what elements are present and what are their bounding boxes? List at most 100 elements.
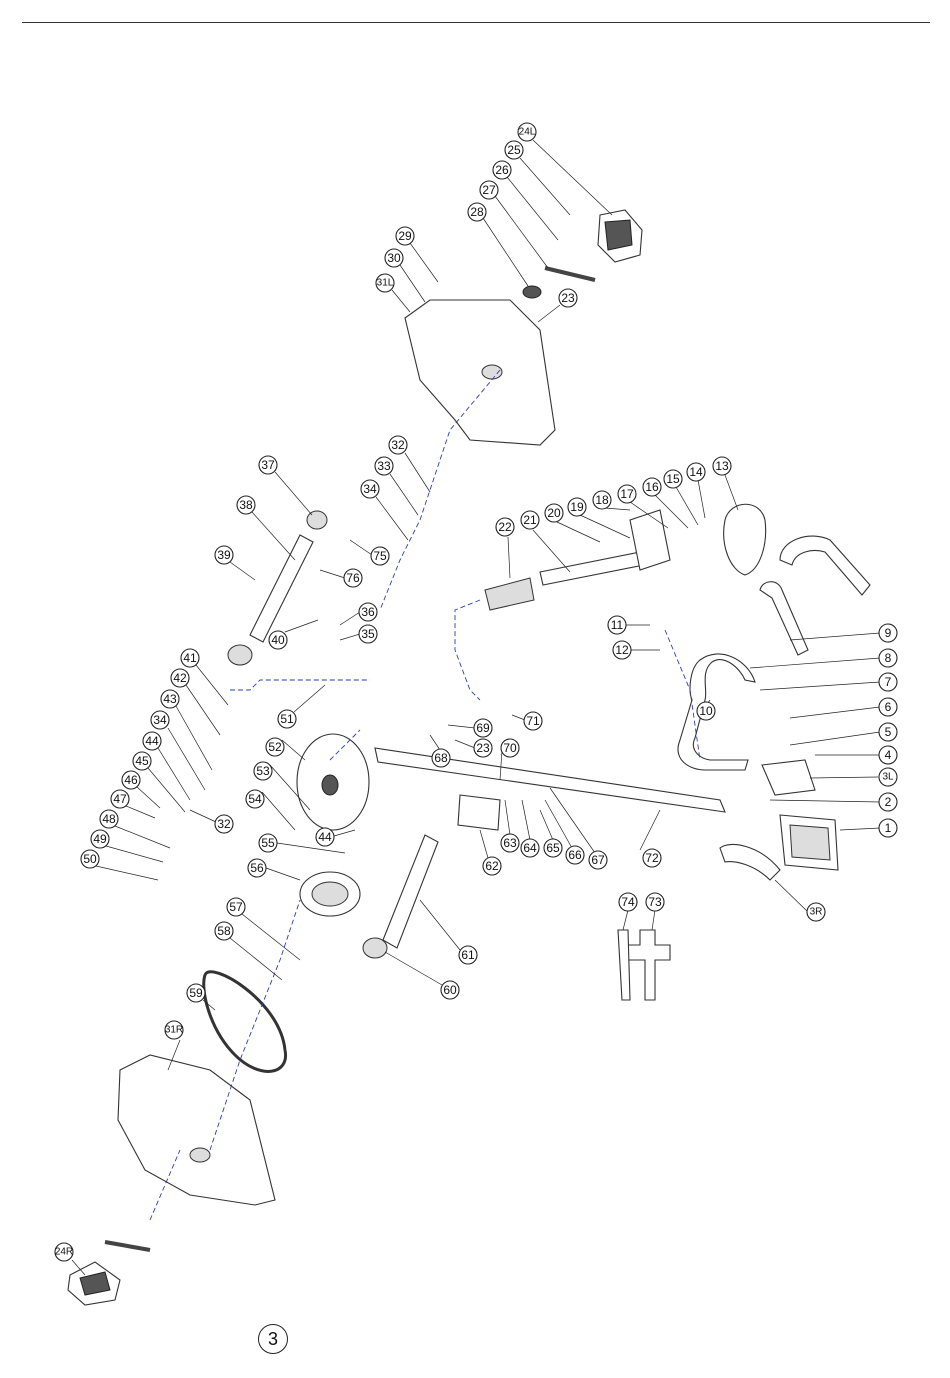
- svg-text:1: 1: [885, 821, 892, 835]
- right-shroud: [118, 1055, 275, 1205]
- svg-text:11: 11: [611, 618, 624, 632]
- svg-text:75: 75: [373, 549, 387, 563]
- callout-60: 60: [385, 952, 459, 999]
- callout-23-lower: 23: [455, 739, 492, 757]
- left-shroud-hub: [482, 365, 502, 379]
- callout-44-lower: 44: [316, 828, 355, 846]
- callout-34-upper: 34: [361, 480, 408, 540]
- callout-54: 54: [246, 790, 295, 830]
- svg-text:39: 39: [217, 548, 231, 562]
- left-crank-arm: [545, 268, 595, 280]
- callout-51: 51: [278, 685, 325, 728]
- svg-text:62: 62: [485, 859, 499, 873]
- rear-stabilizer-tube: [250, 535, 313, 642]
- callout-73: 73: [646, 893, 664, 930]
- svg-text:65: 65: [546, 841, 560, 855]
- right-handle-cover: [720, 844, 780, 880]
- svg-text:29: 29: [398, 229, 412, 243]
- svg-text:42: 42: [173, 671, 187, 685]
- svg-text:13: 13: [715, 459, 729, 473]
- svg-text:32: 32: [391, 438, 405, 452]
- svg-text:30: 30: [387, 251, 401, 265]
- callout-75: 75: [350, 540, 389, 565]
- svg-text:55: 55: [261, 836, 275, 850]
- callout-22: 22: [496, 518, 514, 578]
- callout-7: 7: [760, 673, 897, 691]
- drive-belt: [204, 972, 286, 1072]
- frame-sleeve: [458, 795, 500, 830]
- callout-39: 39: [215, 546, 255, 580]
- callout-32-lower: 32: [190, 810, 233, 833]
- svg-text:72: 72: [645, 851, 659, 865]
- left-chain-ring: [523, 286, 541, 298]
- svg-text:76: 76: [346, 571, 360, 585]
- callout-3R: 3R: [775, 880, 825, 921]
- svg-text:9: 9: [885, 626, 892, 640]
- callout-13: 13: [713, 457, 738, 510]
- rear-end-cap-top: [307, 511, 327, 529]
- front-end-cap: [363, 938, 387, 958]
- svg-text:25: 25: [507, 143, 521, 157]
- callout-8: 8: [750, 649, 897, 668]
- page-number: 3: [258, 1324, 288, 1354]
- svg-text:56: 56: [250, 861, 264, 875]
- svg-text:15: 15: [666, 472, 680, 486]
- svg-text:49: 49: [93, 832, 107, 846]
- left-handle-cover: [762, 760, 815, 795]
- callout-36: 36: [340, 603, 377, 625]
- svg-text:5: 5: [885, 725, 892, 739]
- callout-71: 71: [512, 712, 542, 730]
- callout-37: 37: [259, 456, 312, 515]
- callout-26: 26: [493, 161, 558, 240]
- backrest-handlebar: [780, 536, 870, 595]
- front-stabilizer-tube: [383, 835, 438, 948]
- callout-23-upper: 23: [538, 289, 577, 322]
- svg-text:35: 35: [361, 627, 375, 641]
- svg-text:63: 63: [503, 836, 517, 850]
- svg-text:51: 51: [280, 712, 294, 726]
- svg-text:74: 74: [621, 895, 635, 909]
- callout-4: 4: [815, 746, 897, 764]
- seat-slider-tube: [540, 552, 644, 585]
- callout-11: 11: [608, 616, 650, 634]
- svg-text:19: 19: [570, 500, 584, 514]
- svg-text:23: 23: [476, 741, 490, 755]
- svg-text:54: 54: [248, 792, 262, 806]
- svg-text:21: 21: [523, 513, 537, 527]
- callout-59: 59: [187, 984, 215, 1010]
- callout-56: 56: [248, 859, 300, 880]
- callout-35: 35: [340, 625, 377, 643]
- callout-40: 40: [269, 620, 318, 649]
- svg-text:41: 41: [183, 651, 197, 665]
- svg-text:3R: 3R: [810, 907, 823, 918]
- svg-text:73: 73: [648, 895, 662, 909]
- callout-14: 14: [687, 463, 705, 518]
- console-screen: [790, 825, 830, 860]
- callout-12: 12: [613, 641, 660, 659]
- callout-30: 30: [385, 249, 425, 302]
- belt-pulley-inner: [312, 882, 348, 906]
- svg-text:61: 61: [461, 948, 475, 962]
- callout-76: 76: [320, 569, 362, 587]
- svg-text:8: 8: [885, 651, 892, 665]
- svg-text:45: 45: [135, 754, 149, 768]
- callout-6: 6: [790, 698, 897, 718]
- svg-text:31L: 31L: [377, 278, 394, 289]
- callout-63: 63: [501, 800, 519, 852]
- callout-62: 62: [480, 830, 501, 875]
- svg-text:38: 38: [239, 498, 253, 512]
- svg-text:69: 69: [476, 721, 490, 735]
- svg-text:52: 52: [268, 740, 282, 754]
- callout-45: 45: [133, 752, 185, 812]
- svg-text:10: 10: [699, 704, 713, 718]
- svg-text:4: 4: [885, 748, 892, 762]
- callout-24R: 24R: [55, 1243, 85, 1275]
- backrest-handlebar-lower: [760, 582, 808, 655]
- svg-text:31R: 31R: [165, 1025, 183, 1036]
- svg-text:24R: 24R: [55, 1247, 73, 1258]
- right-shroud-hub: [190, 1148, 210, 1162]
- svg-text:28: 28: [470, 205, 484, 219]
- svg-text:44: 44: [318, 830, 332, 844]
- svg-text:58: 58: [217, 924, 231, 938]
